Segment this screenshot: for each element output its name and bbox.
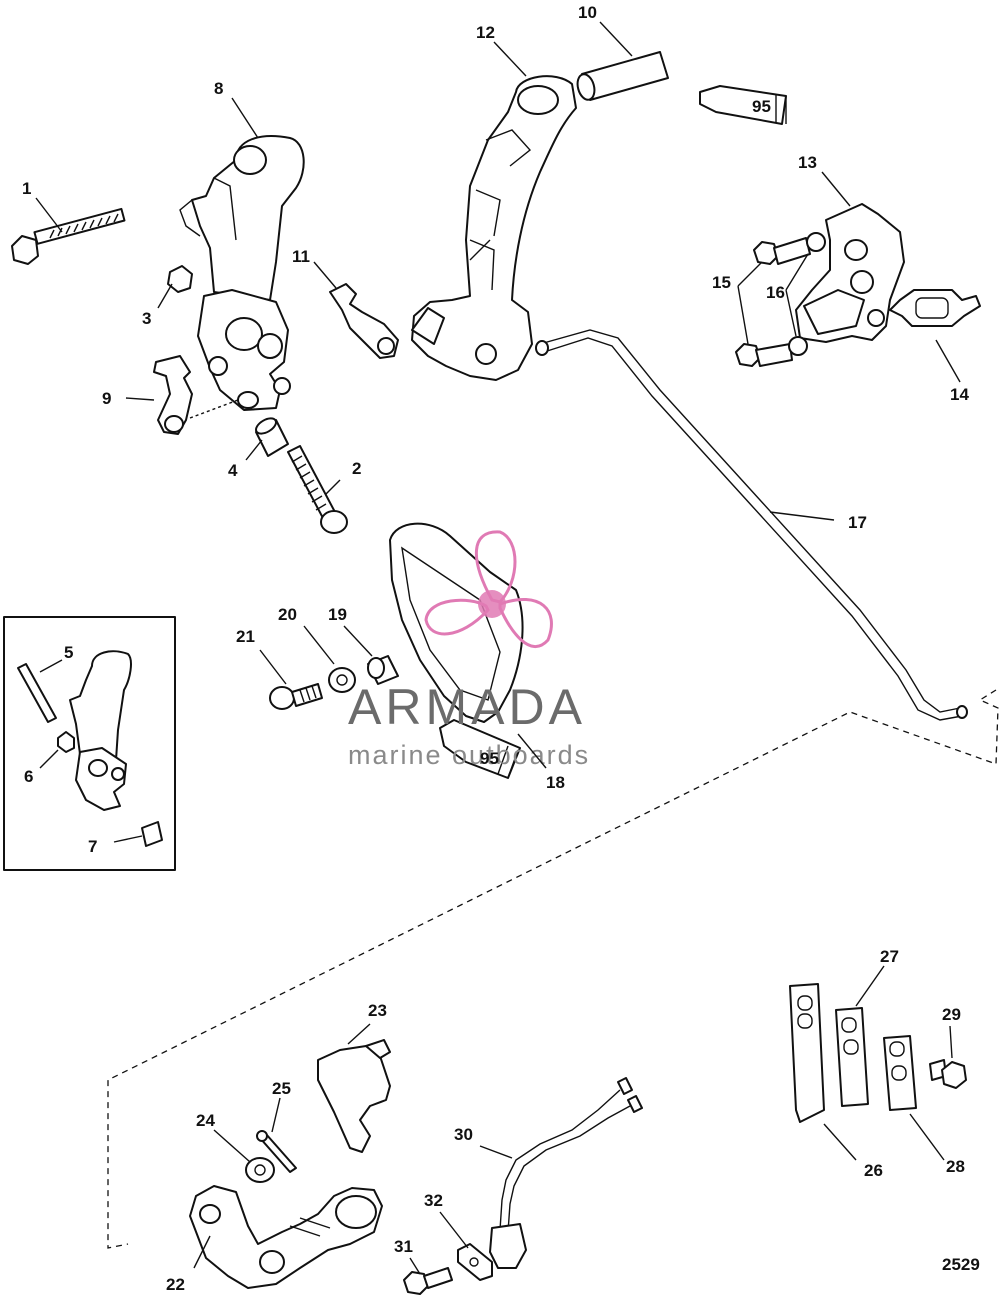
callout-23: 23 [368, 1001, 387, 1020]
inset-box [3, 616, 176, 871]
callout-10: 10 [578, 3, 597, 22]
callout-14: 14 [950, 385, 969, 404]
callout-1: 1 [22, 179, 31, 198]
callout-13: 13 [798, 153, 817, 172]
part-cotter-pin-25 [256, 1130, 297, 1173]
part-lever-12 [411, 75, 577, 381]
callout-2: 2 [352, 459, 361, 478]
part-pin-10 [576, 51, 669, 101]
part-bracket-8 [179, 135, 305, 301]
callout-4: 4 [228, 461, 238, 480]
part-cam-23 [317, 1039, 391, 1153]
drawing-number: 2529 [942, 1255, 980, 1274]
part-screws-15 [735, 237, 811, 367]
callout-17: 17 [848, 513, 867, 532]
sealant-label-middle: 95 [480, 749, 499, 768]
callout-18: 18 [546, 773, 565, 792]
part-bolt-1 [11, 207, 126, 265]
sealant-tube-top [699, 85, 787, 125]
part-bushings-16 [788, 232, 826, 356]
part-screw-21 [269, 683, 323, 710]
callout-labels: 1 2 3 4 5 6 7 8 9 10 11 12 13 14 15 16 1… [22, 3, 969, 1294]
callout-19: 19 [328, 605, 347, 624]
part-washer-20 [328, 667, 356, 693]
part-shim-27 [835, 1007, 869, 1107]
callout-12: 12 [476, 23, 495, 42]
part-clip-11 [329, 283, 399, 359]
callout-25: 25 [272, 1079, 291, 1098]
part-screw-2 [287, 445, 348, 534]
part-washer-24 [245, 1157, 275, 1183]
part-link-9 [153, 355, 239, 435]
part-screw-29 [929, 1059, 967, 1089]
part-throttle-body [197, 289, 291, 411]
callout-3: 3 [142, 309, 151, 328]
watermark: ARMADA marine outboards [348, 530, 590, 770]
callout-11: 11 [292, 247, 310, 266]
part-shim-28 [883, 1035, 917, 1111]
part-spacer-19 [367, 655, 399, 685]
callout-21: 21 [236, 627, 255, 646]
sealant-tube-middle [439, 719, 521, 779]
leader-lines [35, 21, 961, 1275]
callout-22: 22 [166, 1275, 185, 1294]
part-bracket-13 [795, 203, 905, 343]
callout-6: 6 [24, 767, 33, 786]
callout-24: 24 [196, 1111, 215, 1130]
dashed-boundary [107, 689, 999, 1249]
callout-9: 9 [102, 389, 111, 408]
part-harness-30 [489, 1077, 643, 1269]
part-plate-32 [457, 1243, 493, 1281]
part-screw-31 [403, 1267, 453, 1295]
propeller-logo [424, 530, 553, 648]
callout-30: 30 [454, 1125, 473, 1144]
callout-28: 28 [946, 1157, 965, 1176]
callout-8: 8 [214, 79, 223, 98]
part-sleeve-4 [255, 417, 289, 457]
part-rod-17 [535, 329, 968, 721]
callout-16: 16 [766, 283, 785, 302]
watermark-brand: ARMADA [348, 679, 586, 735]
part-nut-3 [167, 265, 193, 293]
callout-5: 5 [64, 643, 73, 662]
callout-29: 29 [942, 1005, 961, 1024]
callout-31: 31 [394, 1237, 413, 1256]
callout-27: 27 [880, 947, 899, 966]
callout-32: 32 [424, 1191, 443, 1210]
watermark-tagline: marine outboards [348, 740, 590, 770]
callout-20: 20 [278, 605, 297, 624]
part-actuator-22 [189, 1185, 383, 1289]
part-shim-26 [789, 983, 825, 1123]
sealant-label-top: 95 [752, 97, 771, 116]
callout-15: 15 [712, 273, 731, 292]
part-clip-14 [889, 289, 981, 327]
callout-7: 7 [88, 837, 97, 856]
callout-26: 26 [864, 1161, 883, 1180]
